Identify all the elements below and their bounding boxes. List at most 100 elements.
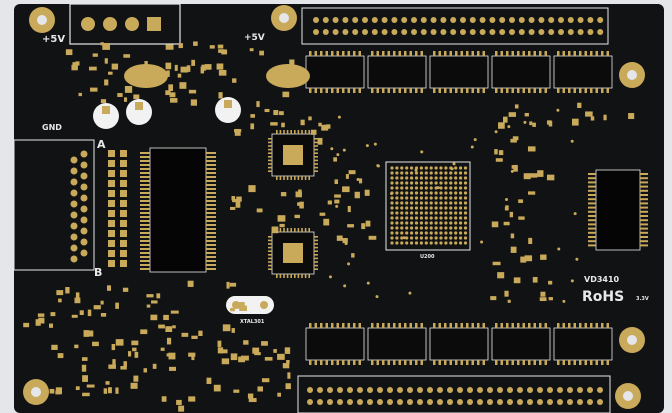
smd-pad [177, 73, 182, 78]
pin [70, 255, 78, 263]
chip-lead [347, 88, 350, 93]
header-pin [507, 399, 513, 405]
chip-lead [455, 88, 458, 93]
cap-pad [224, 100, 232, 108]
bga-ball [463, 176, 468, 180]
qfp-lead [286, 274, 289, 278]
label-crystal: XTAL301 [240, 319, 265, 325]
chip-lead [506, 360, 509, 365]
label-plus5v: +5V [42, 34, 65, 45]
smd-pad [540, 291, 546, 297]
chip-lead [528, 360, 531, 365]
bga-ball [429, 206, 433, 210]
header-pin [497, 387, 503, 393]
smd-pad [191, 59, 196, 66]
bga-ball [449, 231, 453, 235]
qfp-lead [283, 176, 285, 180]
tsop-lead [640, 236, 648, 238]
pin [70, 211, 78, 219]
header-pin [557, 387, 563, 393]
tsop-lead [640, 194, 648, 196]
smd-pad [206, 377, 212, 384]
bga-ball [454, 221, 458, 225]
header-pin [307, 387, 313, 393]
chip-lead [471, 323, 474, 328]
chip-lead [590, 88, 593, 93]
bga-ball [434, 176, 438, 180]
header-pin [387, 399, 393, 405]
header-pad [120, 260, 127, 267]
bga-ball [444, 181, 448, 185]
bga-ball [390, 216, 394, 220]
tsop-lead [206, 268, 216, 270]
bga-ball [410, 166, 414, 170]
chip-lead [342, 51, 345, 56]
smd-pad [83, 330, 89, 337]
bga-ball [410, 181, 414, 185]
header-pin [479, 29, 486, 35]
bga-ball [405, 221, 409, 225]
tsop-lead [140, 268, 150, 270]
header-pin [538, 17, 545, 23]
chip-lead [533, 323, 536, 328]
bga-ball [395, 236, 399, 240]
smd-pad [165, 44, 174, 50]
smd-pad [240, 355, 249, 361]
qfp-lead [268, 163, 272, 165]
bga-ball [410, 221, 414, 225]
bga-ball [454, 201, 458, 205]
qfp-lead [314, 261, 318, 263]
smd-pad [530, 173, 538, 178]
bga-ball [414, 191, 419, 195]
bga-ball [424, 211, 428, 215]
chip-lead [449, 51, 452, 56]
bga-ball [405, 201, 409, 205]
header-pin [587, 399, 593, 405]
smd-pad [334, 194, 341, 198]
tsop-lead [206, 192, 216, 194]
chip-lead [358, 51, 361, 56]
smd-pad [233, 389, 240, 393]
header-pin [420, 17, 427, 23]
header-pin [322, 17, 329, 23]
qfp-lead [276, 130, 278, 134]
bga-ball [454, 231, 458, 235]
header-pin [342, 29, 349, 35]
via [342, 148, 346, 152]
smd-pad [232, 198, 239, 203]
chip-lead [353, 51, 356, 56]
chip-lead [371, 323, 374, 328]
bga-ball [419, 181, 423, 185]
qfp-center-pad [283, 145, 303, 165]
bga-ball [434, 171, 438, 175]
smd-pad [277, 392, 282, 397]
via [337, 115, 341, 119]
bga-ball [390, 176, 394, 180]
tsop-lead [206, 152, 216, 154]
chip-lead [309, 323, 312, 328]
bga-ball [444, 241, 448, 245]
bga-ball [434, 191, 438, 195]
smd-pad [243, 340, 249, 345]
tsop-lead [588, 173, 596, 175]
smd-pad [342, 238, 348, 244]
qfp-lead [268, 243, 272, 245]
chip-lead [433, 51, 436, 56]
chip-lead [573, 360, 576, 365]
tsop-lead [206, 180, 216, 182]
qfp-lead [301, 176, 303, 180]
smd-pad [144, 61, 148, 68]
smd-pad [100, 42, 104, 46]
bga-ball [439, 166, 443, 170]
tsop-lead [140, 196, 150, 198]
bga-ball [459, 166, 463, 170]
bga-ball [400, 231, 404, 235]
via [336, 153, 340, 157]
header-pin [337, 399, 343, 405]
smd-pad [58, 298, 62, 303]
chip-lead [336, 360, 339, 365]
tsop-lead [588, 181, 596, 184]
bga-ball [454, 236, 458, 240]
chip-lead [331, 51, 334, 56]
tsop-lead [140, 260, 150, 262]
